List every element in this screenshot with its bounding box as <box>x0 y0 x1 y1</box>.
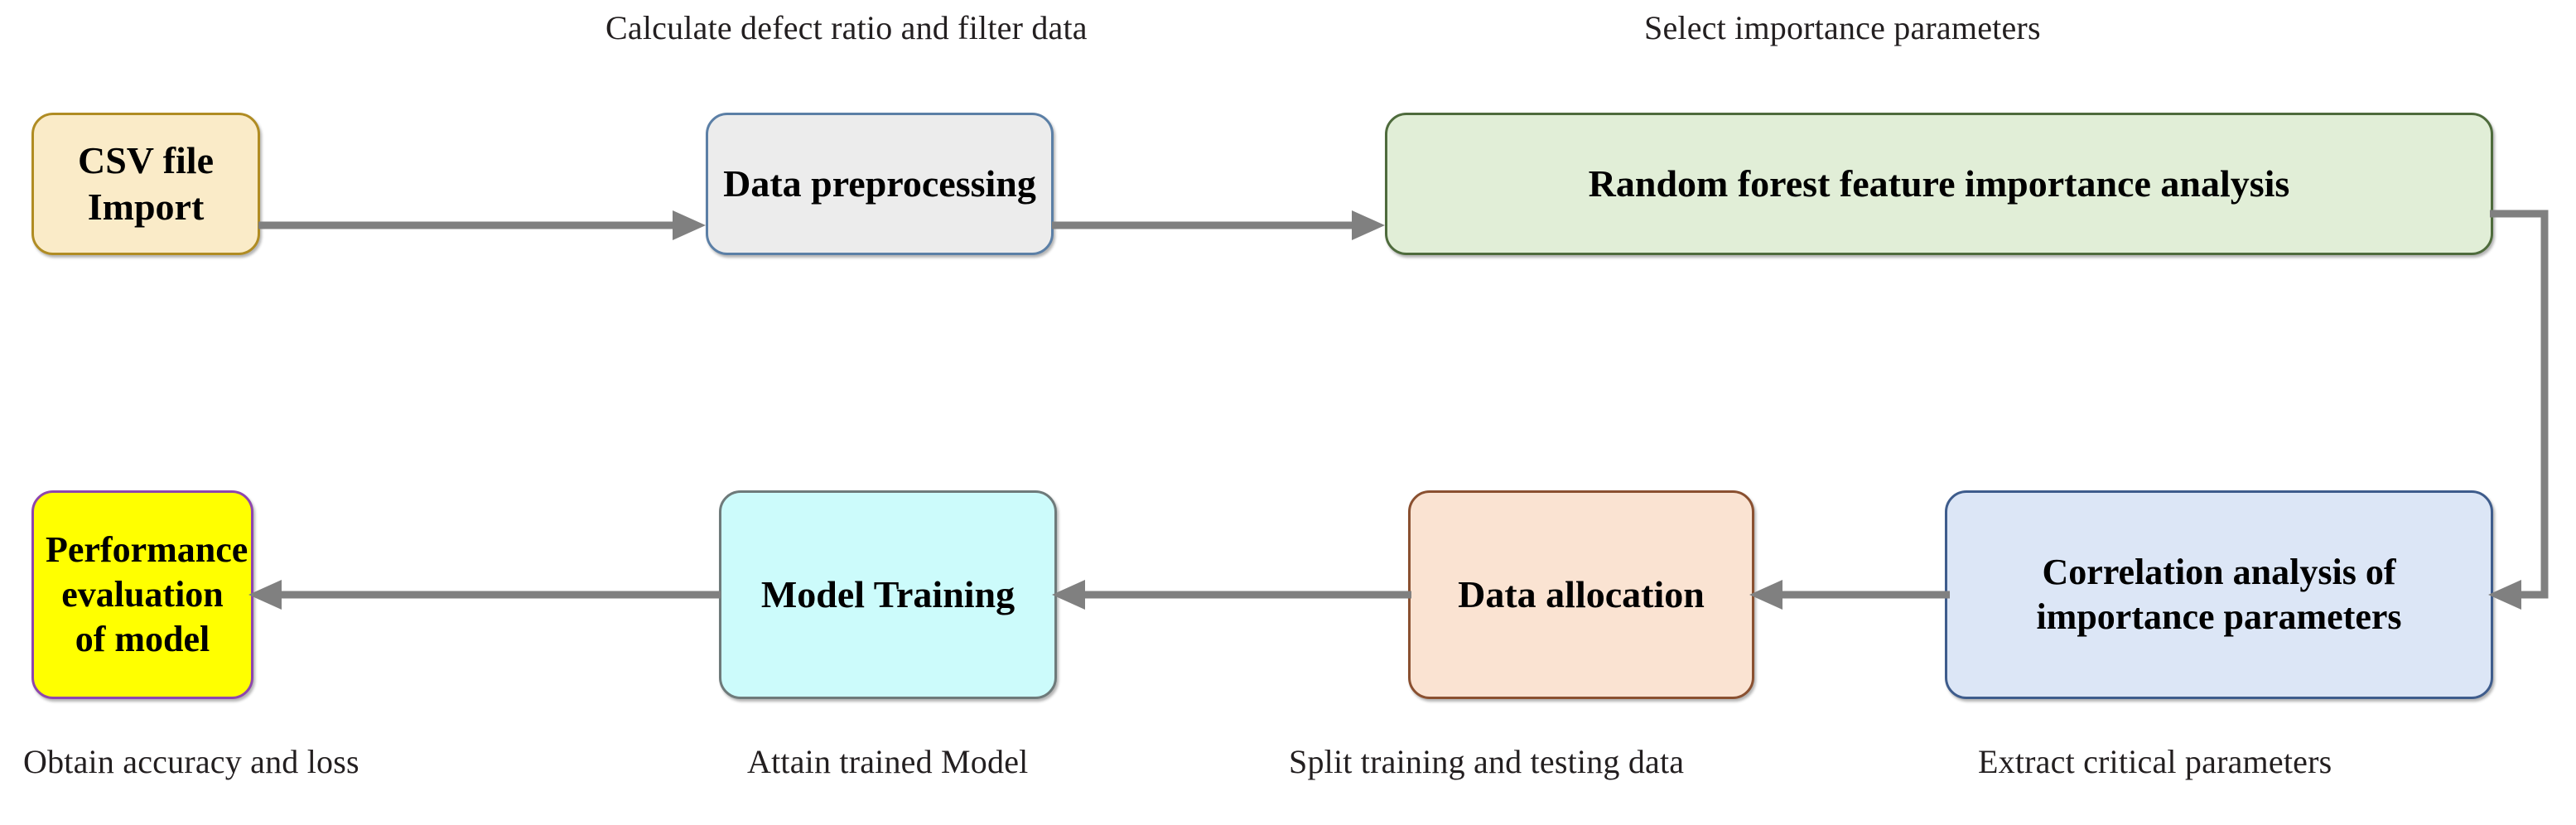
connector-data-allocation-to-model-training <box>1050 575 1416 615</box>
annotation-select-importance-parameters: Select importance parameters <box>1644 9 2041 46</box>
connector-correlation-to-data-allocation <box>1748 575 1955 615</box>
annotation-attain-trained-model: Attain trained Model <box>747 743 1029 780</box>
node-random-forest-feature-importance-analysis[interactable]: Random forest feature importance analysi… <box>1385 113 2493 255</box>
node-data-allocation[interactable]: Data allocation <box>1408 490 1754 699</box>
annotation-calculate-defect-ratio: Calculate defect ratio and filter data <box>605 9 1088 46</box>
node-correlation-analysis-of-importance-parameters[interactable]: Correlation analysis of importance param… <box>1945 490 2493 699</box>
node-label-random-forest-feature-importance-analysis: Random forest feature importance analysi… <box>1588 162 2290 205</box>
node-label-correlation-analysis-of-importance-parameters: Correlation analysis of importance param… <box>2036 552 2402 637</box>
connector-random-forest-to-correlation <box>2485 199 2576 621</box>
node-model-training[interactable]: Model Training <box>719 490 1057 699</box>
annotation-obtain-accuracy-and-loss: Obtain accuracy and loss <box>23 743 359 780</box>
node-performance-evaluation-of-model[interactable]: Performance evaluation of model <box>31 490 253 699</box>
node-label-data-allocation: Data allocation <box>1458 572 1705 615</box>
annotation-split-training-and-testing-data: Split training and testing data <box>1289 743 1685 780</box>
connector-csv-to-preprocessing <box>258 205 712 245</box>
connector-preprocessing-to-random-forest <box>1052 205 1393 245</box>
node-data-preprocessing[interactable]: Data preprocessing <box>706 113 1054 255</box>
node-label-data-preprocessing: Data preprocessing <box>723 162 1036 205</box>
annotation-extract-critical-parameters: Extract critical parameters <box>1978 743 2332 780</box>
node-label-csv-file-import: CSV file Import <box>78 138 214 228</box>
connector-model-training-to-performance-evaluation <box>247 575 726 615</box>
node-csv-file-import[interactable]: CSV file Import <box>31 113 260 255</box>
node-label-model-training: Model Training <box>760 572 1015 615</box>
node-label-performance-evaluation-of-model: Performance evaluation of model <box>46 529 248 659</box>
